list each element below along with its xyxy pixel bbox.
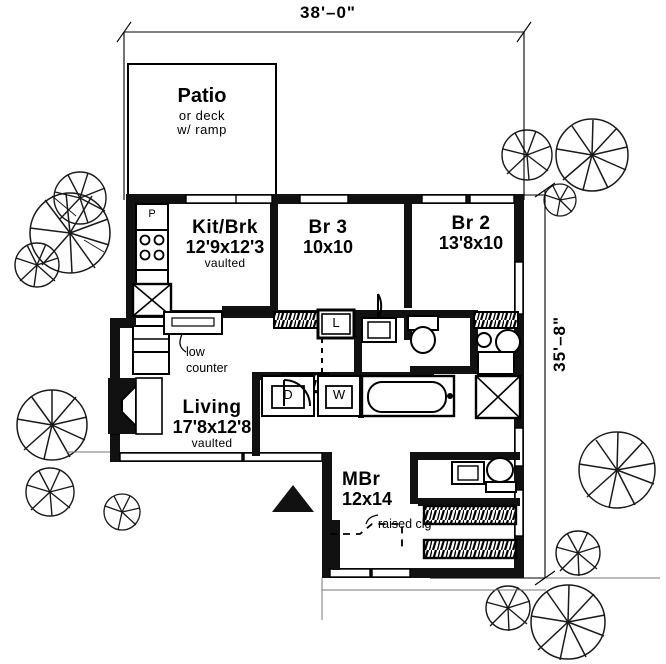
- kitchen-dim: 12'9x12'3: [185, 236, 265, 257]
- note-raised-ceiling: raised clg: [378, 517, 432, 531]
- tree-symbol: [543, 183, 577, 217]
- tree-symbol: [555, 530, 601, 577]
- tree-symbol: [501, 129, 553, 181]
- tree-cluster-bottom-right: [485, 584, 606, 661]
- linen-closet-label: L: [332, 315, 340, 330]
- kitchen-fixtures: [131, 203, 223, 375]
- tree-cluster-left: [14, 171, 111, 288]
- note-low-counter-line1: low: [186, 345, 205, 359]
- room-label-kitchen: Kit/Brk 12'9x12'3 vaulted: [170, 218, 280, 269]
- site-context-lines: [66, 451, 660, 620]
- mbr-fixtures: [330, 457, 518, 560]
- br3-name: Br 3: [308, 217, 348, 238]
- mbr-dim: 12x14: [342, 488, 393, 509]
- tree-symbol: [16, 389, 88, 461]
- tree-symbol: [14, 242, 60, 288]
- tree-cluster-lower-left: [16, 389, 141, 531]
- washer-label: W: [332, 387, 346, 402]
- entry-triangle-marker: [272, 485, 314, 512]
- br2-dim: 13'8x10: [438, 232, 504, 253]
- dimension-right-text: 35'–8": [550, 315, 570, 372]
- patio-sub-1: or deck: [178, 108, 226, 123]
- dimension-right-label: 35'–8": [500, 316, 620, 372]
- tree-symbol: [555, 118, 629, 192]
- tree-symbol: [485, 585, 531, 632]
- dimension-top-label: 38'–0": [300, 3, 356, 22]
- living-ceiling: vaulted: [191, 435, 233, 450]
- room-label-mbr: MBr 12x14: [342, 470, 434, 509]
- tree-symbol: [25, 467, 75, 517]
- tree-symbol: [103, 493, 141, 531]
- pantry-label: P: [148, 208, 156, 220]
- hall-closets: [273, 308, 356, 394]
- tree-symbol: [29, 192, 111, 274]
- kitchen-name: Kit/Brk: [192, 217, 258, 238]
- tree-cluster-top-right: [501, 118, 629, 217]
- patio-name: Patio: [177, 85, 227, 107]
- note-low-counter-line2: counter: [186, 361, 228, 375]
- tree-symbol: [53, 171, 107, 225]
- tree-symbol: [530, 584, 606, 661]
- patio-sub-2: w/ ramp: [177, 121, 227, 137]
- room-label-br2: Br 2 13'8x10: [421, 214, 521, 253]
- room-label-living: Living 17'8x12'8 vaulted: [150, 398, 274, 449]
- dimension-top: [116, 21, 532, 200]
- br3-dim: 10x10: [302, 236, 354, 257]
- tree-symbol: [578, 431, 656, 509]
- mbr-name: MBr: [342, 469, 381, 490]
- room-label-patio: Patio or deck w/ ramp: [138, 86, 266, 136]
- fireplace: [108, 377, 163, 435]
- door-swings: [235, 194, 383, 407]
- room-label-br3: Br 3 10x10: [283, 218, 373, 257]
- main-bath-fixtures: [261, 311, 522, 420]
- note-leader-lines: [179, 333, 379, 525]
- living-dim: 17'8x12'8: [172, 416, 252, 437]
- br2-name: Br 2: [451, 213, 491, 234]
- dryer-label: D: [283, 387, 293, 402]
- tree-cluster-right: [555, 431, 656, 577]
- living-name: Living: [182, 397, 242, 418]
- kitchen-ceiling: vaulted: [204, 255, 246, 270]
